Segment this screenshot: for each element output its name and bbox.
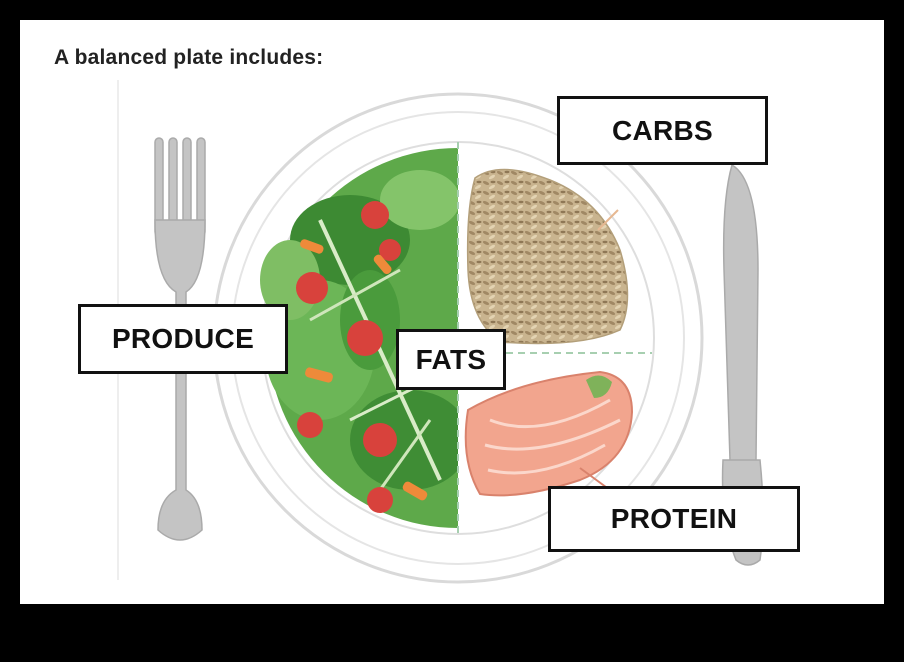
salmon-icon — [464, 370, 634, 497]
diagram-canvas: A balanced plate includes: — [20, 20, 884, 604]
produce-label: PRODUCE — [78, 304, 288, 374]
salad-icon — [260, 148, 458, 528]
rice-icon — [466, 168, 629, 345]
diagram-heading: A balanced plate includes: — [54, 46, 324, 69]
fats-label: FATS — [396, 329, 506, 390]
protein-label: PROTEIN — [548, 486, 800, 552]
fork-icon — [154, 137, 206, 541]
carbs-label: CARBS — [557, 96, 768, 165]
